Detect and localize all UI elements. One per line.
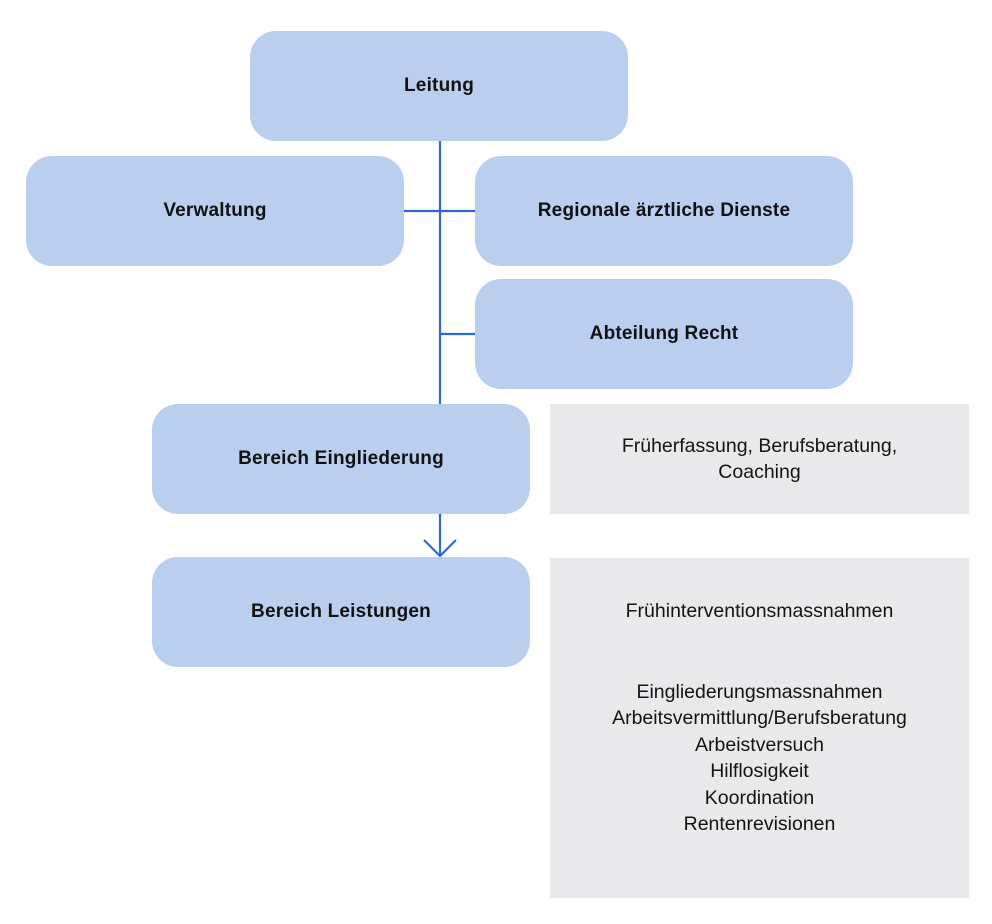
note-line: Arbeistversuch <box>695 733 824 756</box>
node-label: Verwaltung <box>163 200 267 221</box>
note-line: Frühinterventionsmassnahmen <box>625 600 894 622</box>
node-leitung: Leitung <box>250 31 628 141</box>
note-line: Coaching <box>718 461 801 483</box>
node-bereich-leistungen: Bereich Leistungen <box>152 557 530 667</box>
note-line: Früherfassung, Berufsberatung, <box>621 434 898 457</box>
note-line: Arbeitsvermittlung/Berufsberatung <box>612 707 907 729</box>
node-label: Abteilung Recht <box>589 323 739 344</box>
node-abteilung-recht: Abteilung Recht <box>475 279 853 389</box>
node-label: Regionale ärztliche Dienste <box>537 200 791 221</box>
node-verwaltung: Verwaltung <box>26 156 404 266</box>
note-line: Koordination <box>704 786 815 809</box>
node-label: Bereich Eingliederung <box>238 448 444 469</box>
node-label: Bereich Leistungen <box>251 601 431 622</box>
node-label: Leitung <box>404 75 474 96</box>
note-line: Rentenrevisionen <box>683 813 836 835</box>
node-regionale-aerztliche-dienste: Regionale ärztliche Dienste <box>475 156 853 266</box>
arrow-head-down-icon <box>423 539 457 558</box>
node-bereich-eingliederung: Bereich Eingliederung <box>152 404 530 514</box>
note-eingliederung-tasks: Früherfassung, Berufsberatung, Coaching <box>550 404 969 514</box>
note-line: Eingliederungsmassnahmen <box>636 680 883 703</box>
note-leistungen-tasks: Frühinterventionsmassnahmen Eingliederun… <box>550 558 969 898</box>
note-line: Hilflosigkeit <box>710 760 809 782</box>
